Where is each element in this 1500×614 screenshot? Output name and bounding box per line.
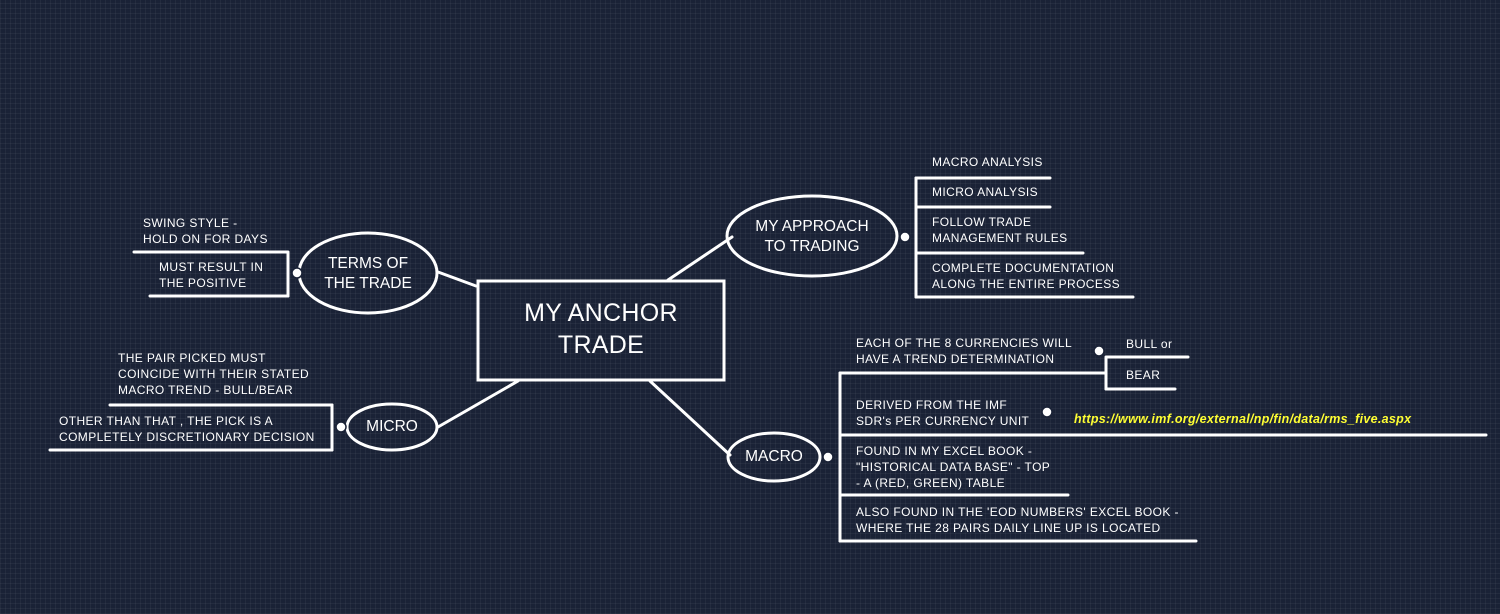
approach-node-line-1: MY APPROACH [755, 218, 869, 235]
trend-option-bull[interactable]: BULL or [1126, 336, 1172, 352]
approach-leaf-3-line-1: FOLLOW TRADE [932, 215, 1032, 229]
connector-central-macro [648, 379, 732, 457]
terms-leaf-1-line-2: HOLD ON FOR DAYS [143, 232, 268, 246]
macro-leaf-1[interactable]: EACH OF THE 8 CURRENCIES WILL HAVE A TRE… [856, 335, 1072, 367]
macro-leaf-3-line-3: - A (RED, GREEN) TABLE [856, 476, 1006, 490]
micro-leaf-2-line-1: OTHER THAN THAT , THE PICK IS A [59, 414, 273, 428]
micro-leaf-1-line-1: THE PAIR PICKED MUST [118, 351, 266, 365]
central-node-line-1: MY ANCHOR [524, 299, 678, 327]
macro-leaf-2[interactable]: DERIVED FROM THE IMF SDR's PER CURRENCY … [856, 397, 1029, 429]
terms-node-line-2: THE TRADE [324, 275, 412, 292]
approach-leaf-1[interactable]: MACRO ANALYSIS [932, 154, 1043, 170]
central-node-line-2: TRADE [557, 331, 645, 359]
trend-option-bull-text: BULL or [1126, 337, 1173, 351]
micro-node-text: MICRO [366, 418, 418, 435]
approach-node-line-2: TO TRADING [764, 238, 860, 255]
micro-leaf-1-line-2: COINCIDE WITH THEIR STATED [118, 367, 310, 381]
approach-leaf-4-line-1: COMPLETE DOCUMENTATION [932, 261, 1115, 275]
trend-option-bear[interactable]: BEAR [1126, 367, 1160, 383]
terms-node-line-1: TERMS OF [327, 255, 409, 272]
macro-leaf-4-line-1: ALSO FOUND IN THE 'EOD NUMBERS' EXCEL BO… [856, 505, 1179, 519]
macro-leaf-3[interactable]: FOUND IN MY EXCEL BOOK - "HISTORICAL DAT… [856, 443, 1050, 491]
approach-leaf-2-line-1: MICRO ANALYSIS [932, 185, 1039, 199]
terms-leaf-2[interactable]: MUST RESULT IN THE POSITIVE [159, 259, 263, 291]
macro-leaf-3-line-1: FOUND IN MY EXCEL BOOK - [856, 444, 1033, 458]
approach-leaf-1-line-1: MACRO ANALYSIS [932, 155, 1043, 169]
macro-node-label[interactable]: MACRO [728, 447, 820, 467]
micro-leaf-1-line-3: MACRO TREND - BULL/BEAR [118, 383, 294, 397]
micro-leaf-2-line-2: COMPLETELY DISCRETIONARY DECISION [59, 430, 315, 444]
terms-leaf-2-line-1: MUST RESULT IN [159, 260, 264, 274]
connector-central-approach [666, 235, 734, 282]
connector-central-terms [436, 270, 478, 288]
approach-leaf-3[interactable]: FOLLOW TRADE MANAGEMENT RULES [932, 214, 1068, 246]
approach-leaf-2[interactable]: MICRO ANALYSIS [932, 184, 1038, 200]
macro-node-ellipse[interactable] [726, 431, 822, 483]
imf-link[interactable]: https://www.imf.org/external/np/fin/data… [1074, 412, 1411, 426]
terms-leaf-1[interactable]: SWING STYLE - HOLD ON FOR DAYS [143, 215, 268, 247]
approach-node-ellipse[interactable] [725, 194, 899, 278]
trend-collapse-toggle[interactable] [1093, 345, 1105, 357]
terms-leaf-1-line-1: SWING STYLE - [143, 216, 238, 230]
approach-leaf-3-line-2: MANAGEMENT RULES [932, 231, 1068, 245]
micro-leaf-2[interactable]: OTHER THAN THAT , THE PICK IS A COMPLETE… [59, 413, 315, 445]
macro-leaf-4-line-2: WHERE THE 28 PAIRS DAILY LINE UP IS LOCA… [856, 521, 1161, 535]
imf-link-text: https://www.imf.org/external/np/fin/data… [1074, 412, 1412, 426]
macro-collapse-toggle[interactable] [822, 451, 834, 463]
micro-node-ellipse[interactable] [345, 402, 439, 452]
terms-node-label[interactable]: TERMS OF THE TRADE [299, 254, 437, 294]
macro-leaf-4[interactable]: ALSO FOUND IN THE 'EOD NUMBERS' EXCEL BO… [856, 504, 1179, 536]
macro-node-text: MACRO [745, 448, 803, 465]
macro-leaf-1-line-2: HAVE A TREND DETERMINATION [856, 352, 1055, 366]
approach-node-label[interactable]: MY APPROACH TO TRADING [727, 217, 897, 257]
macro-leaf-3-line-2: "HISTORICAL DATA BASE" - TOP [856, 460, 1051, 474]
macro-leaf-2-line-2: SDR's PER CURRENCY UNIT [856, 414, 1030, 428]
imf-link-collapse-toggle[interactable] [1041, 406, 1053, 418]
macro-leaf-2-line-1: DERIVED FROM THE IMF [856, 398, 1008, 412]
connector-central-micro [436, 379, 520, 429]
micro-collapse-toggle[interactable] [335, 421, 347, 433]
approach-leaf-4-line-2: ALONG THE ENTIRE PROCESS [932, 277, 1121, 291]
central-node-label[interactable]: MY ANCHOR TRADE [478, 297, 724, 361]
macro-leaf-1-line-1: EACH OF THE 8 CURRENCIES WILL [856, 336, 1073, 350]
central-node-box[interactable] [476, 279, 726, 382]
micro-leaf-1[interactable]: THE PAIR PICKED MUST COINCIDE WITH THEIR… [118, 350, 309, 398]
approach-leaf-4[interactable]: COMPLETE DOCUMENTATION ALONG THE ENTIRE … [932, 260, 1120, 292]
terms-collapse-toggle[interactable] [291, 267, 303, 279]
approach-collapse-toggle[interactable] [899, 231, 911, 243]
trend-option-bear-text: BEAR [1126, 368, 1161, 382]
terms-leaf-2-line-2: THE POSITIVE [159, 276, 247, 290]
micro-node-label[interactable]: MICRO [347, 417, 437, 437]
